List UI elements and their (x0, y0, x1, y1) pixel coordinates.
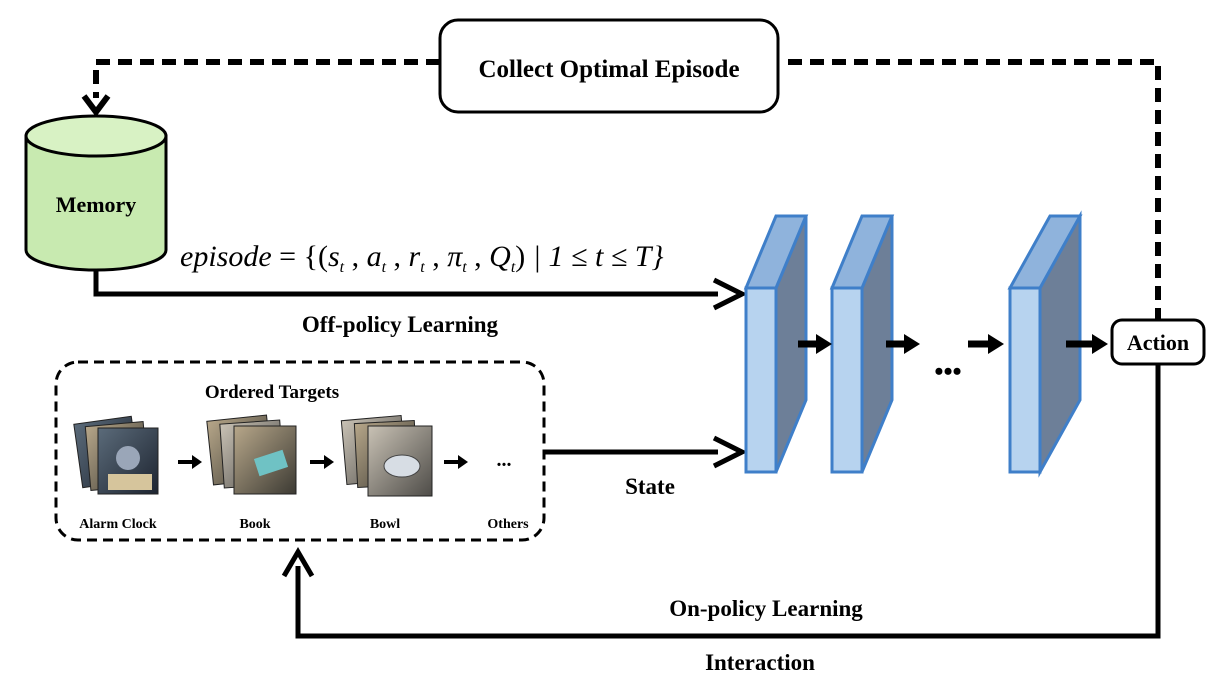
bowl-images (340, 414, 433, 497)
target-arrowhead-1 (192, 455, 202, 469)
on-policy-arrowhead (281, 547, 315, 578)
off-policy-arrowhead (712, 277, 748, 311)
ordered-targets-label: Ordered Targets (205, 382, 339, 403)
memory-cylinder: Memory (24, 114, 168, 272)
memory-down-arrowhead (81, 94, 111, 117)
interaction-label: Interaction (705, 650, 815, 675)
layer-ellipsis: ••• (934, 357, 961, 386)
feedback-dashed-line (93, 59, 1161, 322)
book-images (206, 414, 297, 495)
target-arrowhead-3 (458, 455, 468, 469)
network-layer-1 (743, 214, 809, 474)
collect-episode-label: Collect Optimal Episode (478, 56, 739, 83)
target-label-others: Others (487, 517, 529, 532)
target-arrowhead-2 (324, 455, 334, 469)
targets-dots: ... (497, 449, 512, 471)
memory-label: Memory (56, 192, 137, 217)
target-label-bowl: Bowl (370, 517, 400, 532)
off-policy-label: Off-policy Learning (302, 312, 499, 337)
episode-equation: episode = {(st , at , rt , πt , Qt) | 1 … (180, 240, 664, 276)
network-layer-2 (829, 214, 895, 474)
action-box: Action (1110, 318, 1206, 366)
state-arrowhead (712, 435, 748, 469)
layer-arrowhead-1 (816, 334, 832, 354)
layer-arrowhead-3 (988, 334, 1004, 354)
action-label: Action (1127, 330, 1189, 355)
target-label-alarm-clock: Alarm Clock (79, 517, 157, 532)
alarm-clock-images (73, 415, 159, 495)
on-policy-label: On-policy Learning (669, 596, 863, 621)
on-policy-loop (295, 364, 1161, 639)
layer-arrowhead-4 (1092, 334, 1108, 354)
off-policy-arrow (93, 270, 718, 297)
layer-arrowhead-2 (904, 334, 920, 354)
target-label-book: Book (239, 517, 270, 532)
network-layer-3 (1007, 210, 1083, 478)
state-label: State (625, 474, 675, 499)
collect-episode-box: Collect Optimal Episode (438, 18, 780, 114)
